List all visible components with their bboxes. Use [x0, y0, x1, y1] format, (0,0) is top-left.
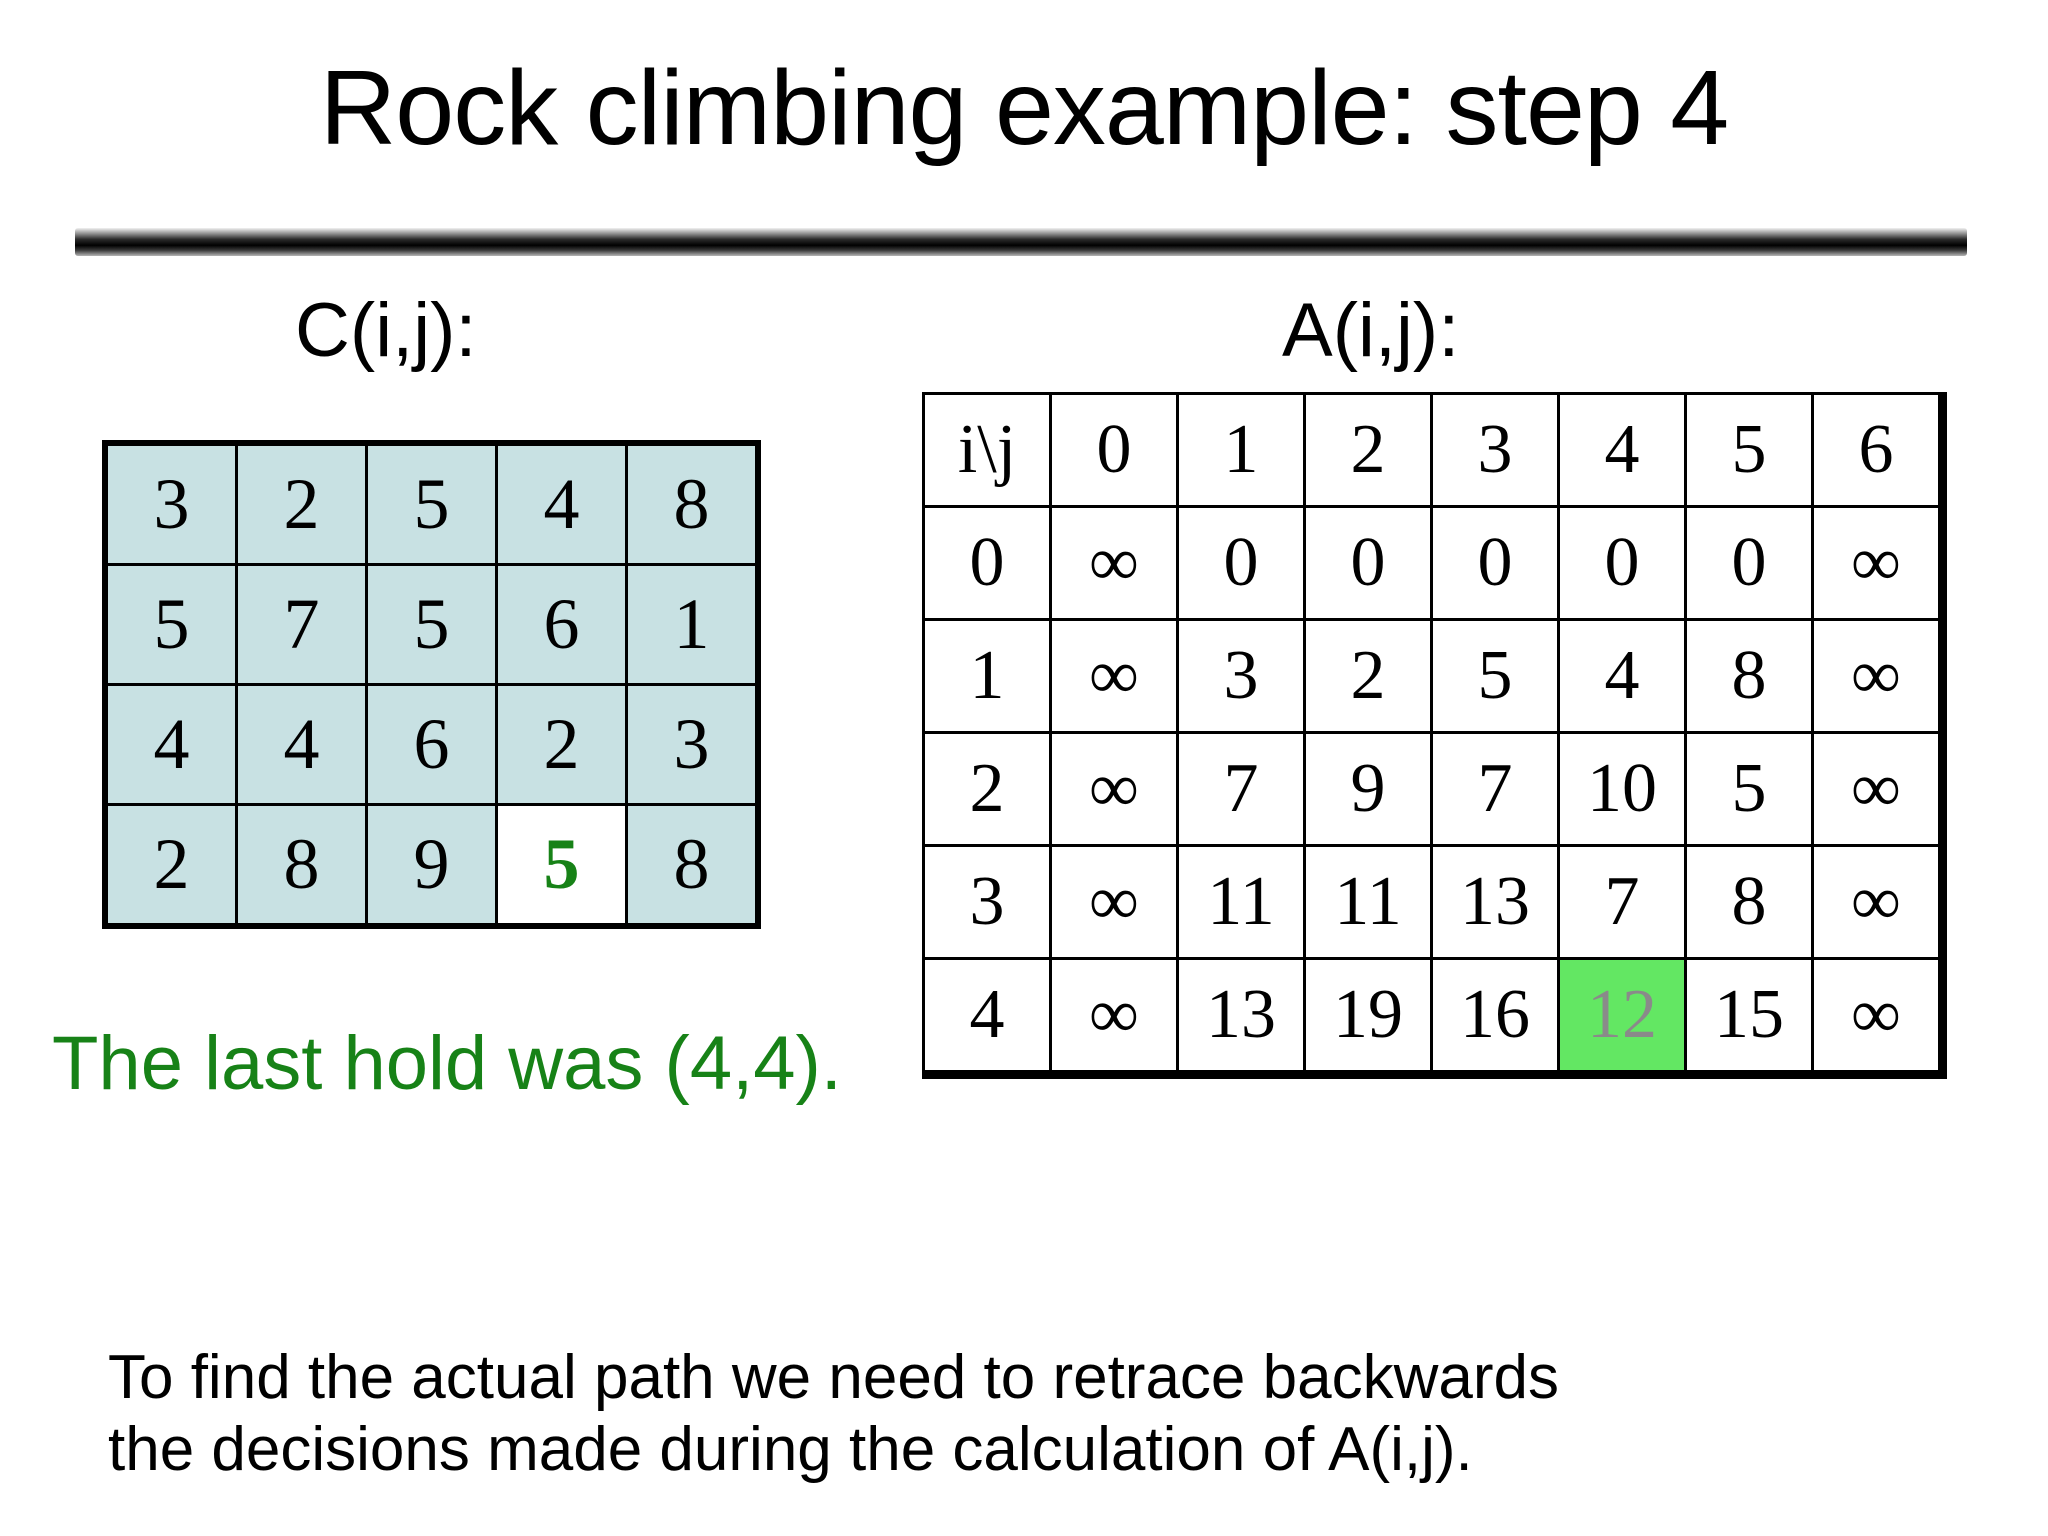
a-table-label: A(i,j): — [1282, 288, 1460, 373]
a-table-cell: 19 — [1303, 957, 1433, 1076]
a-table-cell: ∞ — [1811, 844, 1944, 960]
c-table-cell: 5 — [365, 563, 498, 686]
c-table-cell: 4 — [235, 683, 368, 806]
a-table-cell: 4 — [1557, 392, 1687, 508]
c-table-cell: 2 — [235, 441, 368, 566]
c-table-cell: 8 — [235, 803, 368, 928]
a-table-cell: 6 — [1811, 392, 1944, 508]
a-table-cell: 2 — [922, 731, 1052, 847]
a-table-cell: 2 — [1303, 618, 1433, 734]
divider-rule — [75, 228, 1967, 256]
c-table-cell: 8 — [625, 441, 760, 566]
c-table-cell: 7 — [235, 563, 368, 686]
c-table-cell: 6 — [365, 683, 498, 806]
a-table-cell: 13 — [1176, 957, 1306, 1076]
footer-text: To find the actual path we need to retra… — [108, 1342, 1559, 1486]
a-table-cell: ∞ — [1811, 505, 1944, 621]
footer-text-line-1: To find the actual path we need to retra… — [108, 1343, 1559, 1412]
c-table-cell: 3 — [103, 441, 238, 566]
a-table-cell: 10 — [1557, 731, 1687, 847]
a-table-cell: 3 — [1176, 618, 1306, 734]
a-table-cell: 15 — [1684, 957, 1814, 1076]
a-table-cell: 3 — [922, 844, 1052, 960]
a-table-cell: 3 — [1430, 392, 1560, 508]
a-table-cell: 13 — [1430, 844, 1560, 960]
a-table-cell: 4 — [922, 957, 1052, 1076]
a-table-cell: 7 — [1176, 731, 1306, 847]
c-table-cell: 5 — [495, 803, 628, 928]
a-table-cell: 2 — [1303, 392, 1433, 508]
c-table-cell: 2 — [495, 683, 628, 806]
a-table-cell: 7 — [1430, 731, 1560, 847]
a-table-cell: i\j — [922, 392, 1052, 508]
c-table-cell: 4 — [103, 683, 238, 806]
a-table-cell: 0 — [1684, 505, 1814, 621]
a-table-cell: 11 — [1303, 844, 1433, 960]
a-table-cell: 8 — [1684, 844, 1814, 960]
c-table-cell: 5 — [365, 441, 498, 566]
a-table-cell: 0 — [1430, 505, 1560, 621]
a-table-cell: ∞ — [1811, 957, 1944, 1076]
a-table-cell: 5 — [1684, 731, 1814, 847]
c-table-cell: 8 — [625, 803, 760, 928]
a-table-cell: ∞ — [1811, 618, 1944, 734]
a-table-cell: ∞ — [1049, 957, 1179, 1076]
a-table-cell: 8 — [1684, 618, 1814, 734]
a-table-cell: 1 — [922, 618, 1052, 734]
a-table-cell: ∞ — [1049, 844, 1179, 960]
a-table-cell: 16 — [1430, 957, 1560, 1076]
a-table-cell: 9 — [1303, 731, 1433, 847]
a-table-cell: 12 — [1557, 957, 1687, 1076]
a-table-cell: 0 — [1303, 505, 1433, 621]
a-table-cell: 5 — [1684, 392, 1814, 508]
a-table-cell: 0 — [1176, 505, 1306, 621]
c-table-cell: 3 — [625, 683, 760, 806]
a-table-cell: ∞ — [1049, 505, 1179, 621]
c-table-cell: 4 — [495, 441, 628, 566]
c-table-cell: 6 — [495, 563, 628, 686]
a-table-cell: 0 — [1049, 392, 1179, 508]
a-table-cell: ∞ — [1049, 618, 1179, 734]
c-table-cell: 5 — [103, 563, 238, 686]
a-table-cell: 1 — [1176, 392, 1306, 508]
a-table-cell: 4 — [1557, 618, 1687, 734]
c-table-cell: 9 — [365, 803, 498, 928]
c-table-label: C(i,j): — [295, 288, 477, 373]
c-table-cell: 1 — [625, 563, 760, 686]
a-table-cell: 5 — [1430, 618, 1560, 734]
c-table-cell: 2 — [103, 803, 238, 928]
a-table-cell: ∞ — [1049, 731, 1179, 847]
page-title: Rock climbing example: step 4 — [319, 49, 1730, 167]
a-table-cell: ∞ — [1811, 731, 1944, 847]
a-table-cell: 11 — [1176, 844, 1306, 960]
footer-text-line-2: the decisions made during the calculatio… — [108, 1414, 1473, 1484]
last-hold-note: The last hold was (4,4). — [52, 1021, 842, 1106]
a-table-cell: 0 — [1557, 505, 1687, 621]
a-table-cell: 0 — [922, 505, 1052, 621]
a-table-cell: 7 — [1557, 844, 1687, 960]
